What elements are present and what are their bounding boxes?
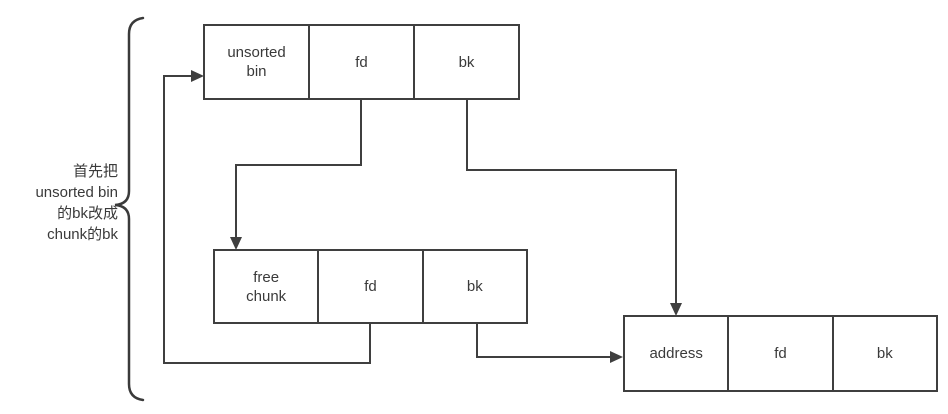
edge-line (476, 324, 613, 358)
cell-address-bk: bk (831, 317, 936, 390)
edge-unsortedbin-bk-to-address (466, 100, 682, 316)
node-address: address fd bk (623, 315, 938, 392)
free-chunk-fd-label: fd (364, 278, 377, 295)
annotation-text: 首先把 unsorted bin 的bk改成 chunk的bk (35, 163, 118, 243)
edge-freechunk-fd-to-unsortedbin (163, 70, 371, 364)
edge-line (163, 75, 371, 364)
cell-address-label: address (625, 317, 727, 390)
cell-free-chunk-fd: fd (317, 251, 421, 322)
edge-freechunk-bk-to-address (476, 324, 623, 363)
cell-unsorted-bin-bk: bk (413, 26, 518, 98)
cell-free-chunk-bk: bk (421, 251, 526, 322)
unsorted-bin-bk-label: bk (458, 53, 475, 71)
cell-unsorted-bin-fd: fd (308, 26, 413, 98)
free-chunk-bk-label: bk (466, 278, 483, 295)
address-fd-label: fd (774, 345, 787, 362)
edge-line (235, 100, 362, 240)
address-bk-label: bk (876, 345, 893, 362)
grouping-brace (114, 16, 145, 402)
arrow-right-icon (191, 70, 204, 82)
address-label: address (649, 345, 703, 362)
arrow-down-icon (230, 237, 242, 250)
unsorted-bin-fd-label: fd (355, 53, 368, 71)
unsorted-bin-label: unsorted bin (227, 44, 286, 80)
edge-unsortedbin-fd-to-freechunk (230, 100, 362, 250)
arrow-down-icon (670, 303, 682, 316)
arrow-right-icon (610, 351, 623, 363)
cell-unsorted-bin-label: unsorted bin (205, 26, 308, 98)
free-chunk-label: free chunk (246, 268, 287, 305)
cell-address-fd: fd (727, 317, 831, 390)
node-free-chunk: free chunk fd bk (213, 249, 528, 324)
cell-free-chunk-label: free chunk (215, 251, 317, 322)
left-curly-brace (114, 16, 145, 402)
edge-line (466, 100, 677, 306)
node-unsorted-bin: unsorted bin fd bk (203, 24, 520, 100)
